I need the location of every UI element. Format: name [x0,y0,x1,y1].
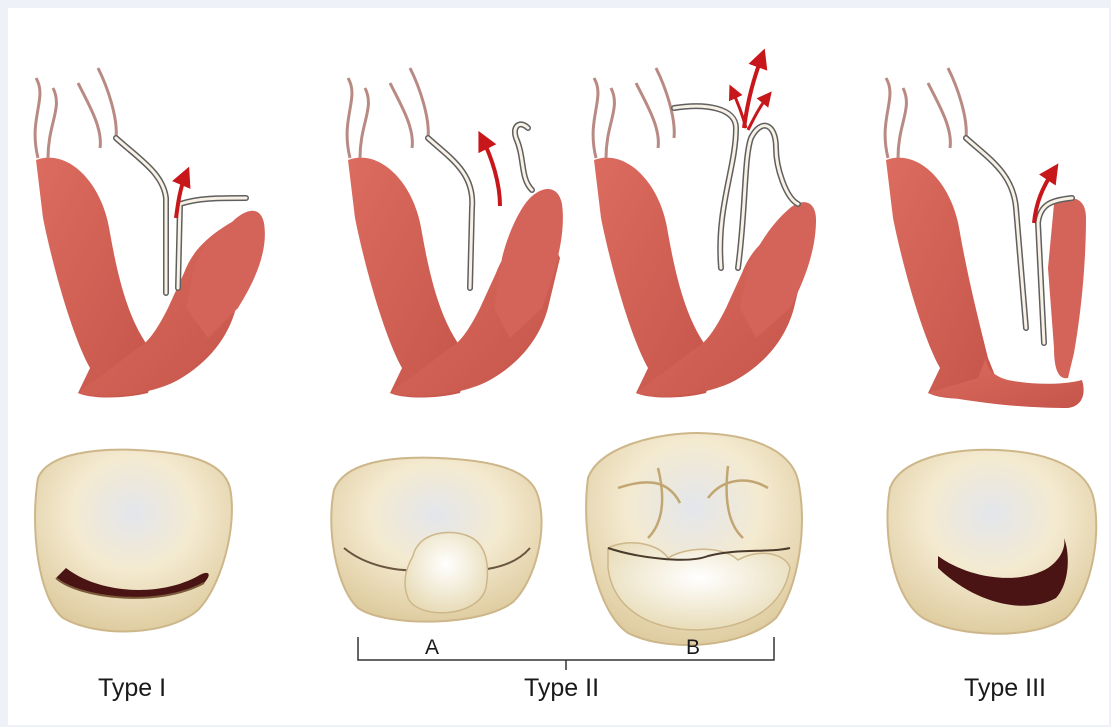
type1-anterior-leaflet-inner [116,138,166,293]
type3-valve-view [887,450,1096,634]
mitral-valve-classification-diagram [8,8,1109,725]
type1-valve-view [35,450,232,632]
subtype-label-a: A [425,636,439,660]
type2a-valve-view [331,458,541,622]
type2a-prolapsing-leaflet [515,124,532,190]
type2a-heart-section [347,68,563,398]
figure-panel: A B Type I Type II Type III [8,8,1109,725]
type1-heart-section [35,68,265,398]
flow-arrow-icon [1034,170,1054,223]
type2b-valve-view [586,433,802,645]
subtype-label-b: B [686,636,700,660]
type1-right-wall [186,211,265,338]
type1-aortic-cusps [35,68,116,158]
type3-label: Type III [964,674,1046,703]
type2-label: Type II [524,674,599,703]
type1-label: Type I [98,674,166,703]
type2b-heart-section [593,56,816,398]
type3-heart-section [885,68,1086,408]
flow-arrow-icon [482,138,500,206]
